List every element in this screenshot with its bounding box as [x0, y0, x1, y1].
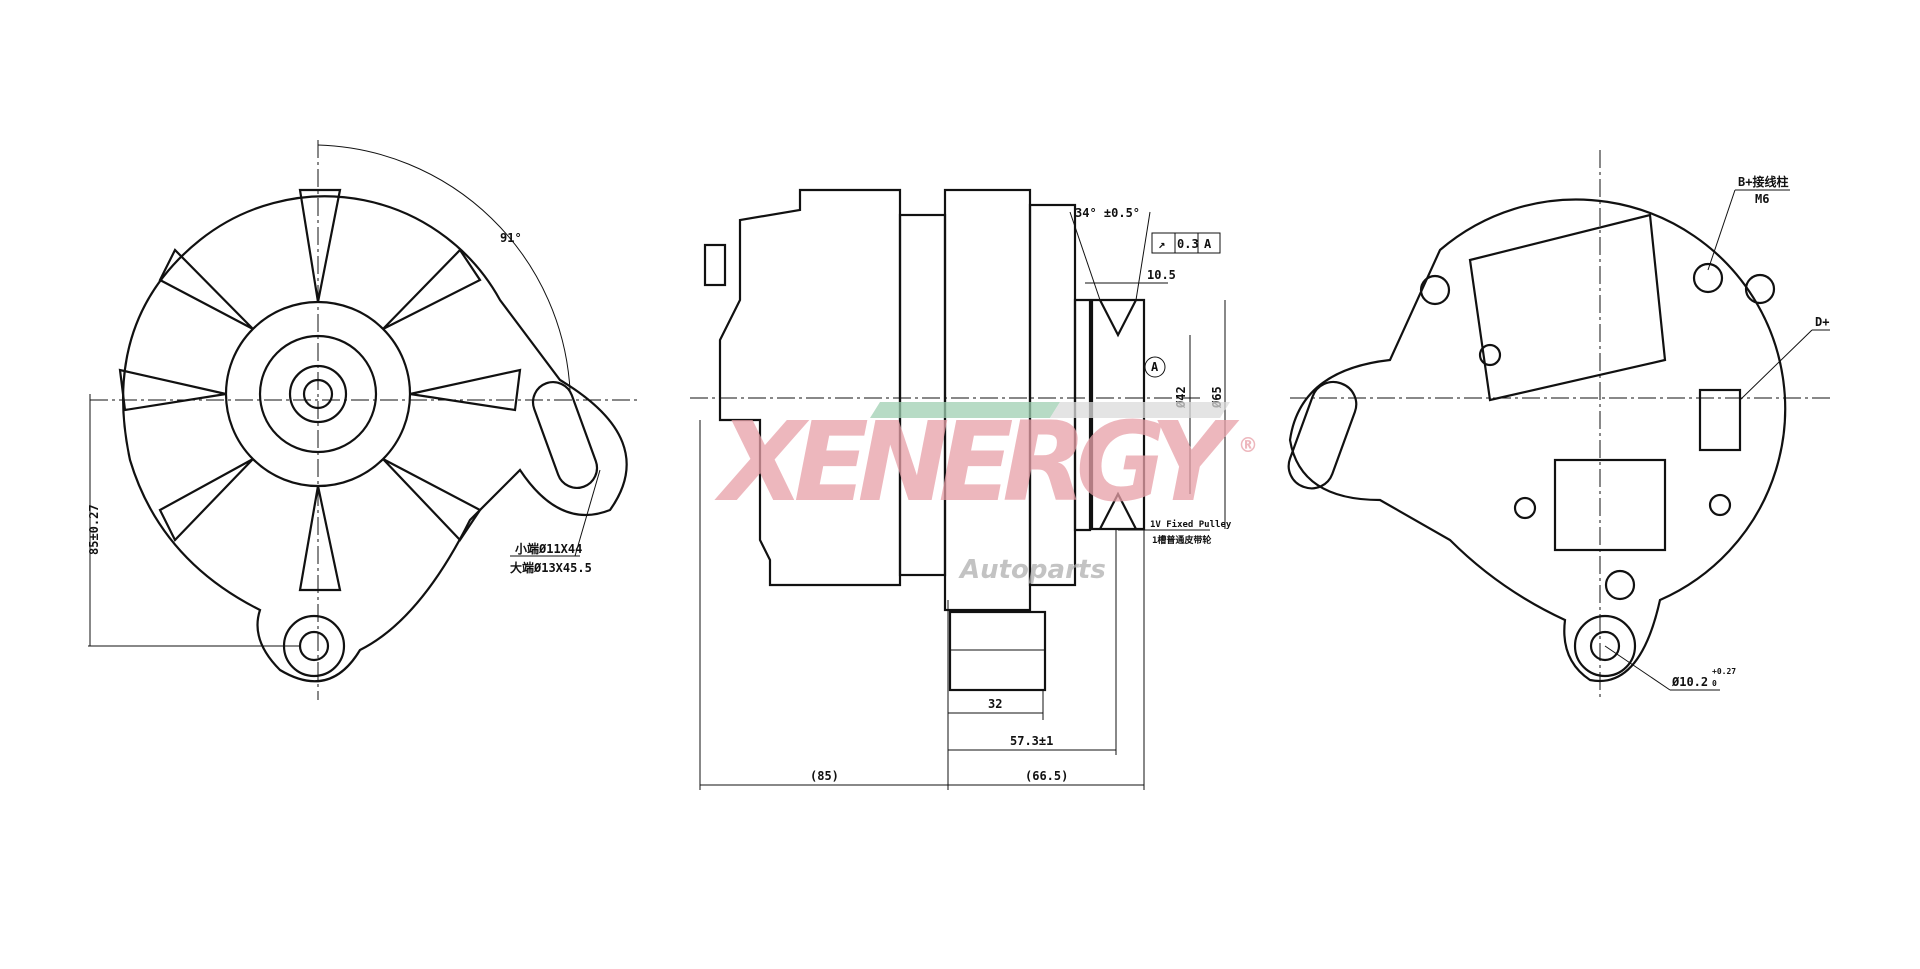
front-length-dim: (66.5) [1025, 769, 1068, 783]
hole-dim: Ø10.2 [1671, 675, 1708, 689]
groove-angle: 34° ±0.5° [1075, 206, 1140, 220]
registered-mark: ® [1238, 433, 1258, 457]
datum-label: A [1204, 237, 1212, 251]
terminal-thread: M6 [1755, 192, 1769, 206]
side-view: 32 57.3±1 (85) (66.5) 34° ±0.5° ↗ 0.3 A … [690, 188, 1232, 790]
pulley-label-en: 1V Fixed Pulley [1150, 519, 1232, 530]
hole-tol-lower: 0 [1712, 679, 1717, 688]
fan-blades [118, 188, 522, 592]
groove-width: 10.5 [1147, 268, 1176, 282]
pulley-label-cn: 1槽普通皮带轮 [1152, 534, 1211, 546]
terminal-label: B+接线柱 [1738, 174, 1788, 189]
hole-tol-upper: +0.27 [1712, 667, 1736, 676]
brand-watermark: XENERGY ® Autoparts [714, 398, 1258, 585]
tolerance-value: 0.3 [1177, 237, 1199, 251]
pulley-offset-dim: 57.3±1 [1010, 734, 1053, 748]
bush-width-dim: 32 [988, 697, 1002, 711]
rear-length-dim: (85) [810, 769, 839, 783]
slot-large-label: 大端Ø13X45.5 [510, 560, 592, 575]
brand-subtitle: Autoparts [958, 555, 1106, 585]
tolerance-symbol: ↗ [1158, 237, 1165, 251]
front-view: 91° 85±0.27 小端Ø11X44 大端Ø13X45.5 [87, 140, 640, 700]
datum-marker: A [1151, 360, 1159, 374]
height-dim: 85±0.27 [87, 504, 101, 555]
d-plus-label: D+ [1815, 315, 1829, 329]
angle-label: 91° [500, 231, 522, 245]
rear-view: B+接线柱 M6 D+ Ø10.2 +0.27 0 [1287, 150, 1830, 700]
slot-small-label: 小端Ø11X44 [515, 541, 582, 556]
brand-logo: XENERGY [714, 398, 1239, 526]
